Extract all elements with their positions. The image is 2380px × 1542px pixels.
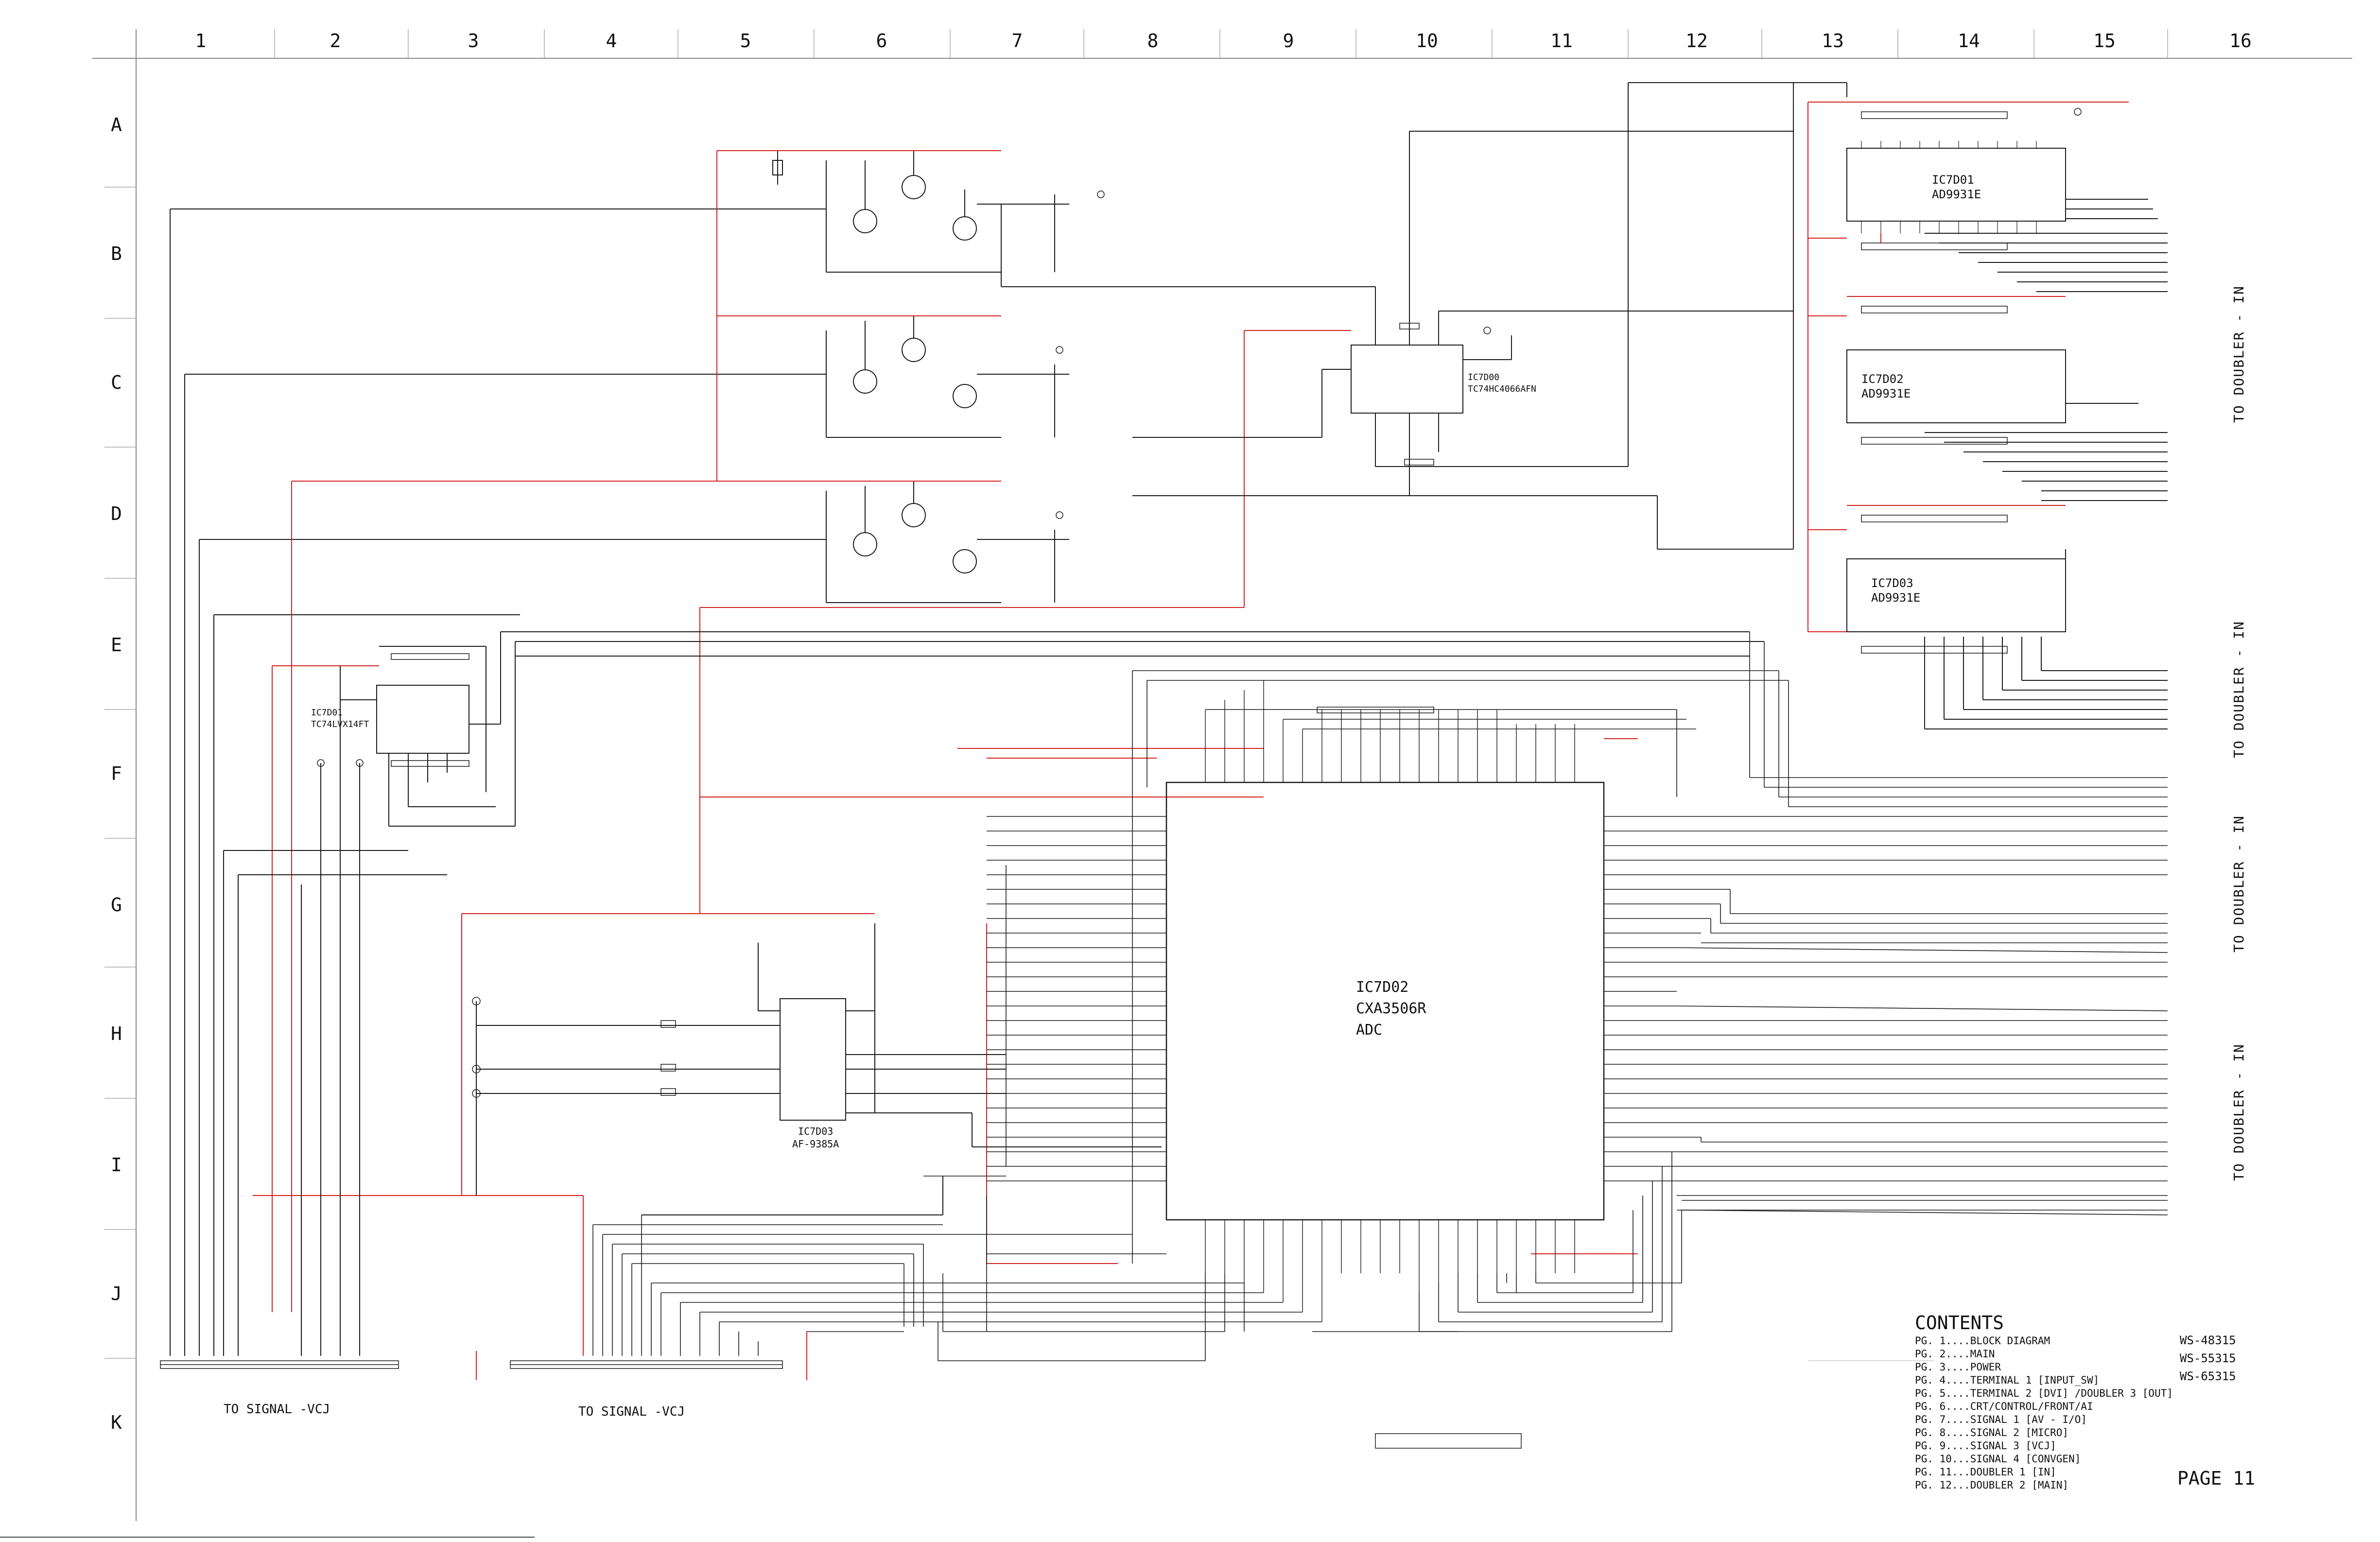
grid-row-f: F — [111, 763, 122, 784]
contents-entry: PG. 11...DOUBLER 1 [IN] — [1915, 1466, 2056, 1478]
ic7d02-top-label: IC7D02 AD9931E — [1861, 372, 1911, 401]
page-number: PAGE 11 — [2177, 1468, 2256, 1489]
contents-entry: PG. 10...SIGNAL 4 [CONVGEN] — [1915, 1453, 2081, 1465]
grid-col-7: 7 — [1011, 30, 1023, 52]
ic7d03-mid-label: IC7D03 AF-9385A — [792, 1125, 839, 1150]
grid-col-9: 9 — [1283, 30, 1294, 52]
ic-ref: IC7D03 — [1871, 576, 1913, 590]
grid-row-k: K — [111, 1412, 122, 1433]
side-label-doubler-2: TO DOUBLER - IN — [2231, 621, 2247, 758]
grid-col-6: 6 — [876, 30, 887, 52]
connector-label-left: TO SIGNAL -VCJ — [224, 1402, 330, 1417]
grid-col-4: 4 — [606, 30, 617, 52]
contents-entry: PG. 9....SIGNAL 3 [VCJ] — [1915, 1440, 2056, 1452]
ic-ref: IC7D02 — [1861, 372, 1904, 386]
side-label-doubler-4: TO DOUBLER - IN — [2231, 1043, 2247, 1181]
grid-col-10: 10 — [1416, 30, 1438, 52]
ic-part: TC74HC4066AFN — [1468, 384, 1536, 394]
grid-col-13: 13 — [1822, 30, 1844, 52]
model-number: WS-65315 — [2180, 1369, 2236, 1383]
adc-label: IC7D02 CXA3506R ADC — [1356, 977, 1426, 1041]
grid-col-2: 2 — [330, 30, 341, 52]
contents-entry: PG. 5....TERMINAL 2 [DVI] /DOUBLER 3 [OU… — [1915, 1387, 2173, 1399]
contents-entry: PG. 8....SIGNAL 2 [MICRO] — [1915, 1427, 2069, 1438]
model-number: WS-48315 — [2180, 1334, 2236, 1347]
ic7d01-left-label: IC7D01 TC74LVX14FT — [311, 707, 369, 730]
grid-row-a: A — [111, 114, 122, 136]
grid-col-8: 8 — [1147, 30, 1159, 52]
grid-col-3: 3 — [468, 30, 479, 52]
ic-ref: IC7D01 — [311, 708, 343, 718]
ic-part: AD9931E — [1932, 188, 1981, 201]
ic-ref: IC7D02 — [1356, 979, 1409, 996]
ic-part: AF-9385A — [792, 1138, 839, 1150]
contents-entry: PG. 6....CRT/CONTROL/FRONT/AI — [1915, 1401, 2093, 1412]
ic-part: CXA3506R — [1356, 1000, 1426, 1017]
grid-row-b: B — [111, 243, 122, 264]
grid-col-16: 16 — [2229, 30, 2252, 52]
ic-part: TC74LVX14FT — [311, 719, 369, 729]
ic-part: AD9931E — [1871, 591, 1921, 605]
grid-row-c: C — [111, 372, 122, 393]
ic-ref: IC7D03 — [798, 1126, 834, 1137]
ic-part: AD9931E — [1861, 387, 1911, 400]
grid-row-g: G — [111, 894, 122, 916]
contents-entry: PG. 2....MAIN — [1915, 1348, 1995, 1360]
grid-col-14: 14 — [1958, 30, 1980, 52]
grid-row-d: D — [111, 503, 122, 524]
connector-label-mid: TO SIGNAL -VCJ — [578, 1404, 685, 1419]
grid-col-5: 5 — [740, 30, 751, 52]
grid-row-e: E — [111, 634, 122, 656]
model-number: WS-55315 — [2180, 1351, 2236, 1365]
grid-row-j: J — [111, 1283, 122, 1304]
contents-entry: PG. 7....SIGNAL 1 [AV - I/O] — [1915, 1414, 2087, 1425]
grid-col-12: 12 — [1685, 30, 1708, 52]
contents-entry: PG. 4....TERMINAL 1 [INPUT_SW] — [1915, 1374, 2100, 1386]
contents-entry: PG. 12...DOUBLER 2 [MAIN] — [1915, 1479, 2069, 1491]
ic7d01-label: IC7D01 AD9931E — [1932, 173, 1981, 202]
contents-entry: PG. 1....BLOCK DIAGRAM — [1915, 1335, 2050, 1347]
grid-col-11: 11 — [1550, 30, 1573, 52]
side-label-doubler-1: TO DOUBLER - IN — [2231, 285, 2247, 423]
ic-ref: IC7D01 — [1932, 173, 1974, 187]
contents-entry: PG. 3....POWER — [1915, 1361, 2001, 1373]
ic7d00-label: IC7D00 TC74HC4066AFN — [1468, 372, 1536, 395]
model-list: WS-48315 WS-55315 WS-65315 — [2180, 1332, 2236, 1386]
grid-row-i: I — [111, 1154, 122, 1176]
ic-function: ADC — [1356, 1022, 1383, 1039]
ic-ref: IC7D00 — [1468, 372, 1500, 382]
grid-row-h: H — [111, 1023, 122, 1044]
ic7d03-top-label: IC7D03 AD9931E — [1871, 576, 1920, 605]
grid-col-1: 1 — [195, 30, 207, 52]
contents-table: CONTENTS PG. 1....BLOCK DIAGRAM PG. 2...… — [1915, 1312, 2284, 1492]
contents-title: CONTENTS — [1915, 1312, 2004, 1334]
side-label-doubler-3: TO DOUBLER - IN — [2231, 815, 2247, 953]
grid-col-15: 15 — [2093, 30, 2116, 52]
